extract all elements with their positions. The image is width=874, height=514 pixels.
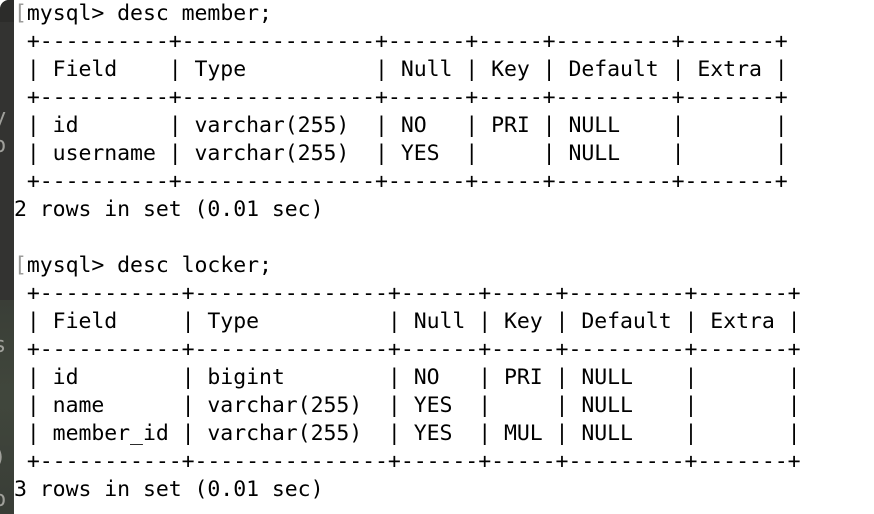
terminal-command-line: [mysql> desc locker; bbox=[14, 253, 272, 278]
background-clipped-glyph: ) bbox=[0, 444, 6, 472]
table-row: | member_id | varchar(255) | YES | MUL |… bbox=[14, 421, 801, 446]
table-rule-top: +-----------+---------------+------+----… bbox=[14, 281, 801, 306]
blank-line bbox=[14, 224, 801, 252]
query-status-line: 2 rows in set (0.01 sec) bbox=[14, 197, 324, 222]
background-window-lower-sliver bbox=[0, 300, 14, 514]
background-clipped-glyph: o bbox=[0, 132, 6, 160]
table-rule-top: +----------+---------------+------+-----… bbox=[14, 29, 788, 54]
background-clipped-glyph: y bbox=[0, 104, 6, 132]
terminal-window[interactable]: [mysql> desc member; +----------+-------… bbox=[14, 0, 874, 514]
background-window-titlebar-sliver bbox=[0, 0, 14, 22]
terminal-command-line: [mysql> desc member; bbox=[14, 1, 272, 26]
table-row: | id | bigint | NO | PRI | NULL | | bbox=[14, 365, 801, 390]
terminal-console-output[interactable]: [mysql> desc member; +----------+-------… bbox=[14, 0, 801, 504]
query-status-line: 3 rows in set (0.01 sec) bbox=[14, 477, 324, 502]
table-rule-header: +----------+---------------+------+-----… bbox=[14, 85, 788, 110]
table-rule-header: +-----------+---------------+------+----… bbox=[14, 337, 801, 362]
table-row: | name | varchar(255) | YES | | NULL | | bbox=[14, 393, 801, 418]
table-header-row: | Field | Type | Null | Key | Default | … bbox=[14, 57, 788, 82]
background-clipped-glyph: o bbox=[0, 486, 6, 514]
table-row: | id | varchar(255) | NO | PRI | NULL | … bbox=[14, 113, 788, 138]
background-clipped-glyph: s bbox=[0, 332, 6, 360]
table-row: | username | varchar(255) | YES | | NULL… bbox=[14, 141, 788, 166]
background-window-edge[interactable]: yos)o bbox=[0, 0, 14, 514]
table-rule-bottom: +----------+---------------+------+-----… bbox=[14, 169, 788, 194]
table-rule-bottom: +-----------+---------------+------+----… bbox=[14, 449, 801, 474]
table-header-row: | Field | Type | Null | Key | Default | … bbox=[14, 309, 801, 334]
